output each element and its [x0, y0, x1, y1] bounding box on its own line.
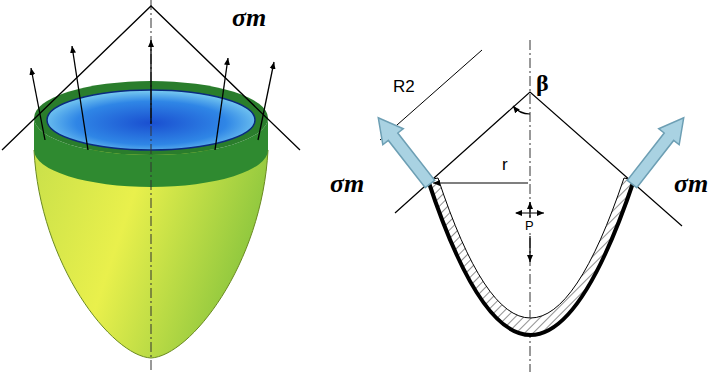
stress-symbol: σm [330, 170, 364, 199]
radius-label: r [502, 156, 508, 175]
radius-label: R2 [393, 78, 415, 97]
pressure-label: P [524, 219, 535, 233]
angle-symbol: β [536, 70, 549, 96]
stress-symbol: σm [674, 170, 708, 199]
stress-symbol: σm [232, 4, 266, 33]
